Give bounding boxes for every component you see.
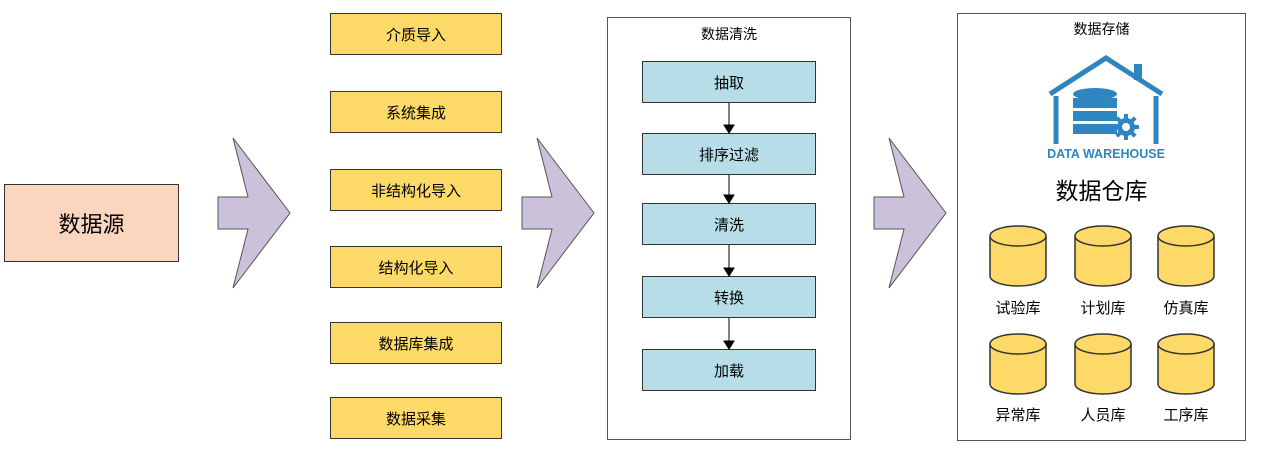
method-label: 介质导入 <box>385 25 446 44</box>
method-media-import: 介质导入 <box>330 13 502 55</box>
method-label: 结构化导入 <box>378 258 454 277</box>
method-database-integration: 数据库集成 <box>330 322 502 364</box>
arrowhead <box>723 267 735 277</box>
step-label: 抽取 <box>713 73 744 92</box>
database-label-plan: 计划库 <box>1080 299 1126 317</box>
database-label-simulation: 仿真库 <box>1163 299 1209 317</box>
data-source-box: 数据源 <box>4 184 179 262</box>
step-label: 清洗 <box>713 215 744 234</box>
arrowhead <box>723 340 735 350</box>
arrowhead <box>723 124 735 134</box>
step-label: 转换 <box>713 288 744 307</box>
data-warehouse-icon: DATA WAREHOUSE <box>1047 55 1165 161</box>
data-source-label: 数据源 <box>58 213 125 238</box>
database-icon <box>989 333 1047 395</box>
step-sort-filter: 排序过滤 <box>642 133 816 175</box>
step-clean: 清洗 <box>642 203 816 245</box>
database-icon <box>1157 225 1215 287</box>
flow-arrow-1 <box>217 137 291 289</box>
method-label: 非结构化导入 <box>370 181 461 200</box>
step-extract: 抽取 <box>642 61 816 103</box>
method-data-collection: 数据采集 <box>330 397 502 439</box>
arrowhead <box>723 194 735 204</box>
method-label: 数据库集成 <box>378 334 454 353</box>
database-icon <box>1074 333 1132 395</box>
flow-arrow-2 <box>521 137 595 289</box>
storage-panel: 数据存储 DATA WAREHOUSE 数据仓库 试验库 <box>957 13 1246 441</box>
logo-text: DATA WAREHOUSE <box>1047 147 1165 161</box>
database-label-personnel: 人员库 <box>1080 406 1126 424</box>
method-label: 数据采集 <box>385 409 446 428</box>
flow-arrow-3 <box>873 137 947 289</box>
cleaning-panel: 数据清洗 抽取 排序过滤 清洗 转换 加载 <box>607 17 851 440</box>
step-label: 加载 <box>713 361 744 380</box>
step-transform: 转换 <box>642 276 816 318</box>
step-load: 加载 <box>642 349 816 391</box>
database-label-process: 工序库 <box>1163 406 1209 424</box>
warehouse-label: 数据仓库 <box>1055 179 1148 205</box>
method-label: 系统集成 <box>385 103 446 122</box>
step-label: 排序过滤 <box>698 145 759 164</box>
database-label-anomaly: 异常库 <box>995 406 1041 424</box>
cleaning-title: 数据清洗 <box>701 27 757 43</box>
database-label-test: 试验库 <box>995 299 1041 317</box>
database-icon <box>1074 225 1132 287</box>
database-icon <box>1157 333 1215 395</box>
database-icon <box>989 225 1047 287</box>
step-connectors <box>723 103 735 350</box>
method-system-integration: 系统集成 <box>330 91 502 133</box>
method-structured-import: 结构化导入 <box>330 246 502 288</box>
storage-title: 数据存储 <box>1073 22 1130 38</box>
method-unstructured-import: 非结构化导入 <box>330 169 502 211</box>
